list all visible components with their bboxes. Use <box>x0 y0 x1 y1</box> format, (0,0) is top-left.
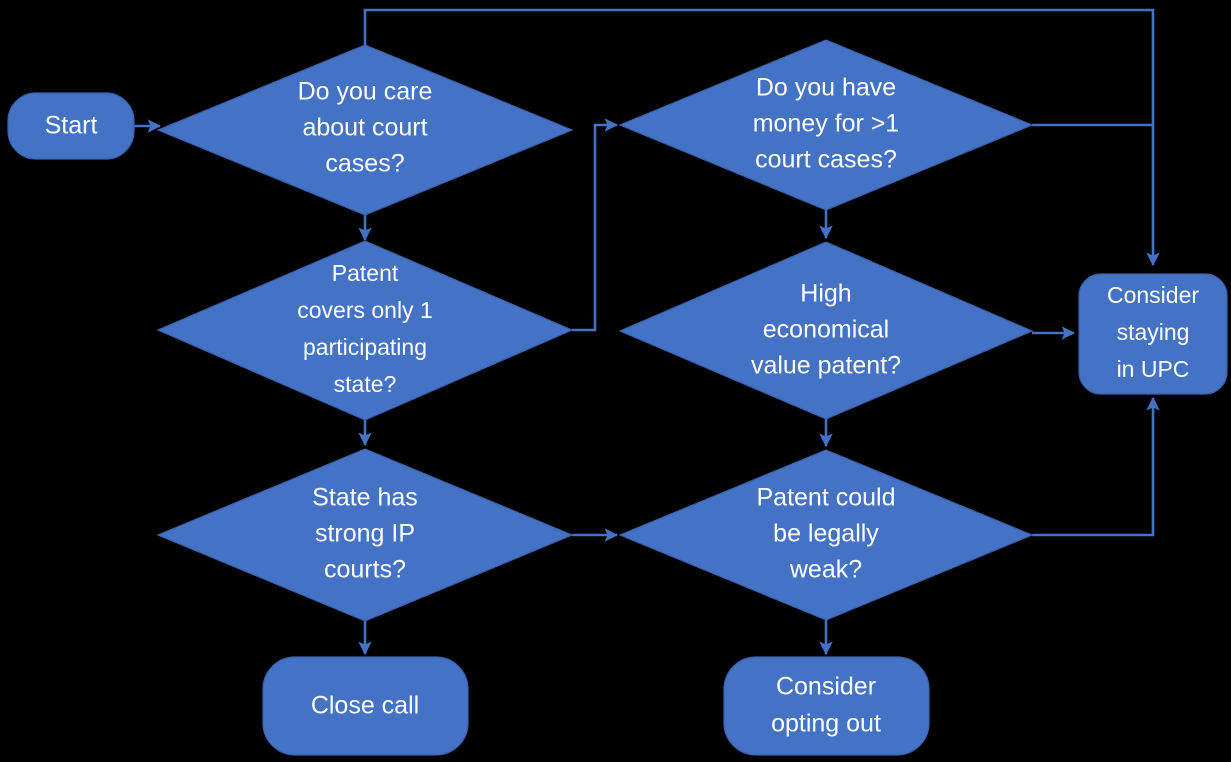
stay-in-upc-shape <box>1078 273 1228 395</box>
strong-ip-courts-label-line-1: State has <box>312 484 418 512</box>
care-court-cases-shape <box>156 44 574 216</box>
strong-ip-courts-label-line-2: strong IP <box>315 520 415 548</box>
opting-out-label-line-1: Consider <box>776 673 876 701</box>
start-shape <box>7 92 135 160</box>
close-call-shape <box>262 656 469 756</box>
edge-patent-one-state-to-money-court-cases <box>572 118 619 332</box>
node-money-court-cases[interactable]: Do you have money for >1 court cases? <box>618 39 1034 211</box>
high-value-patent-label-line-1: High <box>800 280 851 308</box>
node-strong-ip-courts[interactable]: State has strong IP courts? <box>156 448 574 622</box>
care-court-cases-label-line-1: Do you care <box>298 78 433 106</box>
start-label: Start <box>45 112 98 140</box>
node-high-value-patent[interactable]: High economical value patent? <box>618 241 1034 420</box>
patent-one-state-shape <box>156 240 574 421</box>
patent-one-state-label-line-1: Patent <box>332 260 399 286</box>
stay-in-upc-label-line-3: in UPC <box>1117 356 1190 382</box>
strong-ip-courts-label-line-3: courts? <box>324 556 406 584</box>
legally-weak-label-line-1: Patent could <box>757 484 896 512</box>
money-court-cases-label-line-1: Do you have <box>756 74 896 102</box>
money-court-cases-shape <box>618 39 1034 211</box>
patent-one-state-label-line-4: state? <box>334 371 397 397</box>
close-call-label: Close call <box>311 692 419 720</box>
node-opting-out[interactable]: Consider opting out <box>723 656 930 756</box>
care-court-cases-label-line-3: cases? <box>325 150 404 178</box>
patent-one-state-label-line-2: covers only 1 <box>297 297 433 323</box>
care-court-cases-label-line-2: about court <box>302 114 427 142</box>
legally-weak-label-line-3: weak? <box>789 556 862 584</box>
node-stay-in-upc[interactable]: Consider staying in UPC <box>1078 273 1228 395</box>
legally-weak-label-line-2: be legally <box>773 520 879 548</box>
stay-in-upc-label-line-1: Consider <box>1107 282 1199 308</box>
opting-out-shape <box>723 656 930 756</box>
node-start[interactable]: Start <box>7 92 135 160</box>
legally-weak-shape <box>618 449 1034 621</box>
high-value-patent-shape <box>618 241 1034 420</box>
money-court-cases-label-line-2: money for >1 <box>753 110 900 138</box>
high-value-patent-label-line-2: economical <box>763 316 889 344</box>
node-close-call[interactable]: Close call <box>262 656 469 756</box>
edge-care-court-cases-to-stay-in-upc <box>363 8 1160 267</box>
node-care-court-cases[interactable]: Do you care about court cases? <box>156 44 574 216</box>
node-patent-one-state[interactable]: Patent covers only 1 participating state… <box>156 240 574 421</box>
high-value-patent-label-line-3: value patent? <box>751 352 901 380</box>
stay-in-upc-label-line-2: staying <box>1117 319 1190 345</box>
strong-ip-courts-shape <box>156 448 574 622</box>
opting-out-label-line-2: opting out <box>771 710 881 738</box>
patent-one-state-label-line-3: participating <box>303 334 427 360</box>
money-court-cases-label-line-3: court cases? <box>755 146 897 174</box>
node-legally-weak[interactable]: Patent could be legally weak? <box>618 449 1034 621</box>
edge-legally-weak-to-stay-in-upc <box>1032 396 1160 537</box>
